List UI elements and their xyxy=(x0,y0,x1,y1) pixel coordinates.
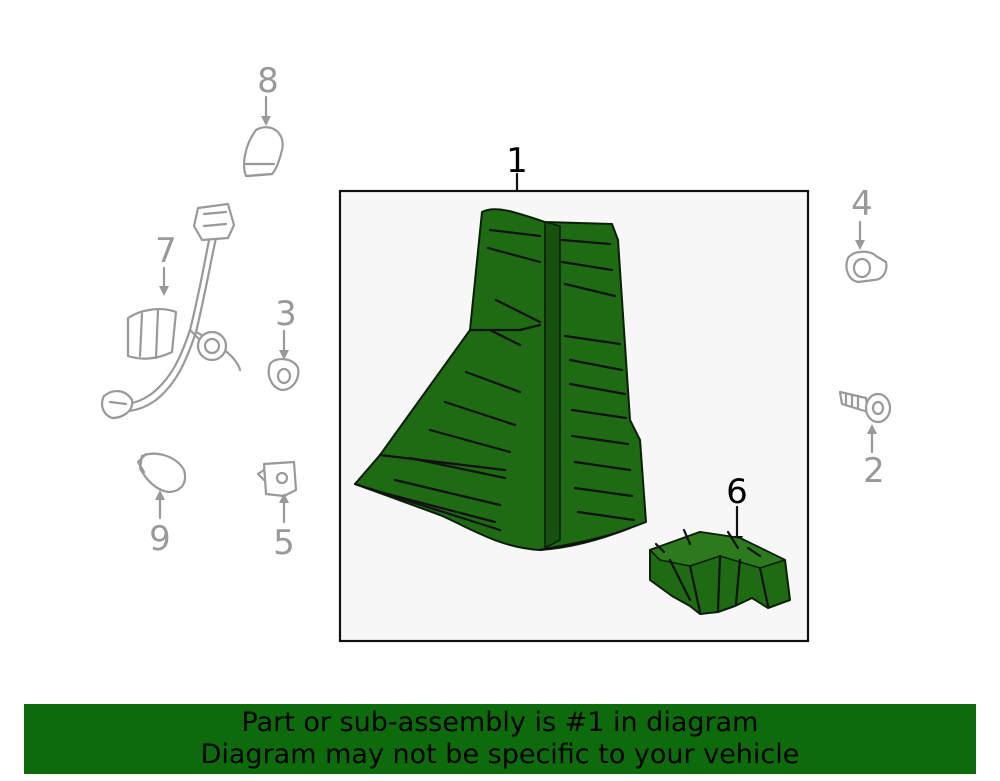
callout-2[interactable]: 2 xyxy=(863,451,885,491)
wire-harness-7[interactable] xyxy=(101,202,242,420)
callout-5[interactable]: 5 xyxy=(273,523,295,563)
callout-8-arrow xyxy=(261,116,271,126)
callout-9-arrow xyxy=(155,490,165,500)
nut-3[interactable] xyxy=(267,358,300,392)
callout-7[interactable]: 7 xyxy=(155,231,177,271)
banner-line-2: Diagram may not be specific to your vehi… xyxy=(200,739,800,770)
callout-4[interactable]: 4 xyxy=(851,184,873,224)
callout-8[interactable]: 8 xyxy=(257,61,279,101)
screw-2[interactable] xyxy=(838,390,892,424)
parts-diagram: 1 6 8 7 3 xyxy=(101,61,892,643)
callout-5-arrow xyxy=(279,493,289,503)
callout-3[interactable]: 3 xyxy=(275,294,297,334)
grommet-4[interactable] xyxy=(845,250,888,284)
tail-lamp-assembly[interactable] xyxy=(353,208,647,552)
callout-3-arrow xyxy=(279,350,289,360)
callout-7-arrow xyxy=(159,286,169,296)
callout-9[interactable]: 9 xyxy=(149,519,171,559)
lamp-socket-bracket[interactable] xyxy=(649,528,791,615)
callout-4-arrow xyxy=(855,240,865,250)
callout-1[interactable]: 1 xyxy=(506,141,528,181)
callout-6[interactable]: 6 xyxy=(726,472,748,512)
info-banner: Part or sub-assembly is #1 in diagram Di… xyxy=(24,704,976,774)
callout-2-arrow xyxy=(867,424,877,434)
bulb-9[interactable] xyxy=(136,452,187,494)
bulb-8[interactable] xyxy=(243,126,284,178)
banner-line-1: Part or sub-assembly is #1 in diagram xyxy=(241,707,759,738)
clip-5[interactable] xyxy=(256,460,298,498)
